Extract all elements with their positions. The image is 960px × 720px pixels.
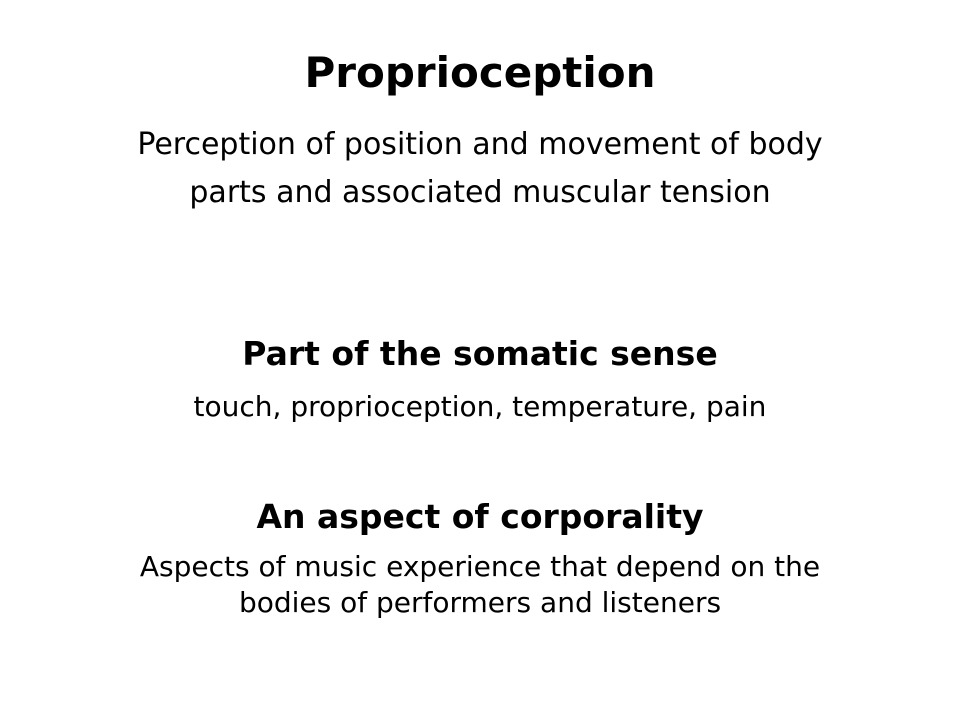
definition-line-2: parts and associated muscular tension bbox=[189, 175, 771, 210]
section-detail-corporality-line-2: bodies of performers and listeners bbox=[238, 586, 722, 619]
section-detail-somatic-sense: touch, proprioception, temperature, pain bbox=[193, 390, 767, 423]
section-heading-somatic-sense: Part of the somatic sense bbox=[242, 334, 718, 373]
definition-line-1: Perception of position and movement of b… bbox=[137, 127, 823, 162]
slide-title: Proprioception bbox=[304, 48, 656, 97]
section-detail-corporality-line-1: Aspects of music experience that depend … bbox=[139, 550, 821, 583]
section-heading-corporality: An aspect of corporality bbox=[256, 497, 704, 536]
